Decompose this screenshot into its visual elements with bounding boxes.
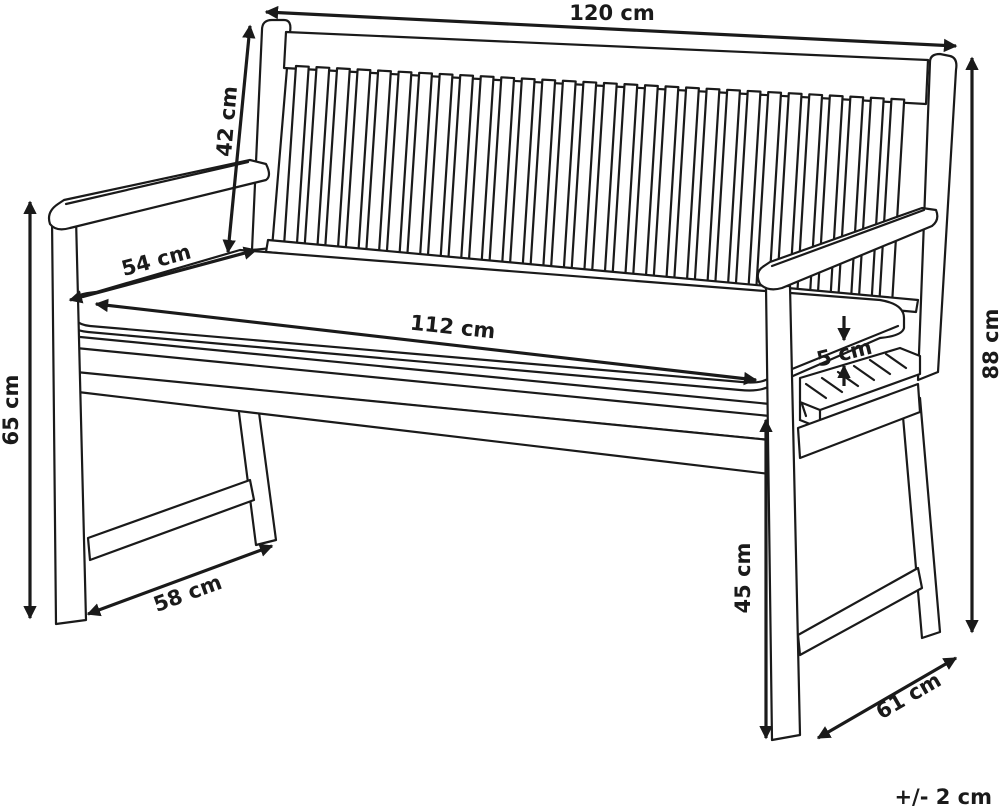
backrest-slats <box>282 64 906 303</box>
dim-seat-width-line <box>94 298 758 386</box>
bench <box>47 18 958 742</box>
right-armrest <box>756 206 939 291</box>
dimension-lines <box>23 5 979 740</box>
dim-inner-depth-line <box>86 543 274 617</box>
backrest-slat <box>529 78 557 271</box>
right-side-apron <box>796 382 922 460</box>
backrest-slat <box>365 69 392 256</box>
backrest-slat <box>611 83 639 279</box>
backrest-slat <box>467 75 495 266</box>
label-width: 120 cm <box>569 1 654 25</box>
dim-total-depth-line <box>816 656 958 740</box>
label-total-height: 88 cm <box>979 309 1000 380</box>
label-armrest-height: 65 cm <box>0 375 23 446</box>
backrest-slat <box>652 85 680 282</box>
backrest-slat <box>693 87 721 286</box>
backrest-slat <box>673 86 700 284</box>
left-armrest <box>47 158 271 231</box>
backrest-slat <box>714 88 742 288</box>
label-tolerance: +/- 2 cm <box>894 785 992 808</box>
label-total-depth: 61 cm <box>872 668 945 724</box>
backrest-slat <box>837 95 865 299</box>
backrest-slat <box>590 81 618 277</box>
backrest-slat <box>878 97 906 303</box>
backrest-slat <box>631 84 659 280</box>
backrest-slat <box>406 71 434 260</box>
backrest-slat <box>508 77 536 269</box>
backrest-slat <box>323 67 351 252</box>
dim-backrest-line <box>222 24 256 254</box>
backrest-slat <box>385 70 413 258</box>
front-left-leg <box>50 216 88 626</box>
backrest-slat <box>734 89 762 290</box>
label-seat-height: 45 cm <box>731 543 755 614</box>
rear-left-leg <box>236 403 278 547</box>
left-stretcher <box>86 478 256 562</box>
backrest-slat <box>488 76 516 267</box>
backrest-slat <box>344 68 372 254</box>
backrest-slat <box>549 79 577 273</box>
dim-width-line <box>264 5 958 53</box>
backrest-slat <box>447 73 475 264</box>
dim-seat-depth-line <box>68 246 258 304</box>
backrest-slat <box>570 80 598 275</box>
backrest-slat <box>303 66 331 251</box>
right-stretcher <box>796 566 924 657</box>
backrest-slat <box>857 96 885 301</box>
backrest-slat <box>426 72 454 262</box>
rear-right-leg <box>900 396 942 640</box>
backrest-slat <box>282 64 310 249</box>
